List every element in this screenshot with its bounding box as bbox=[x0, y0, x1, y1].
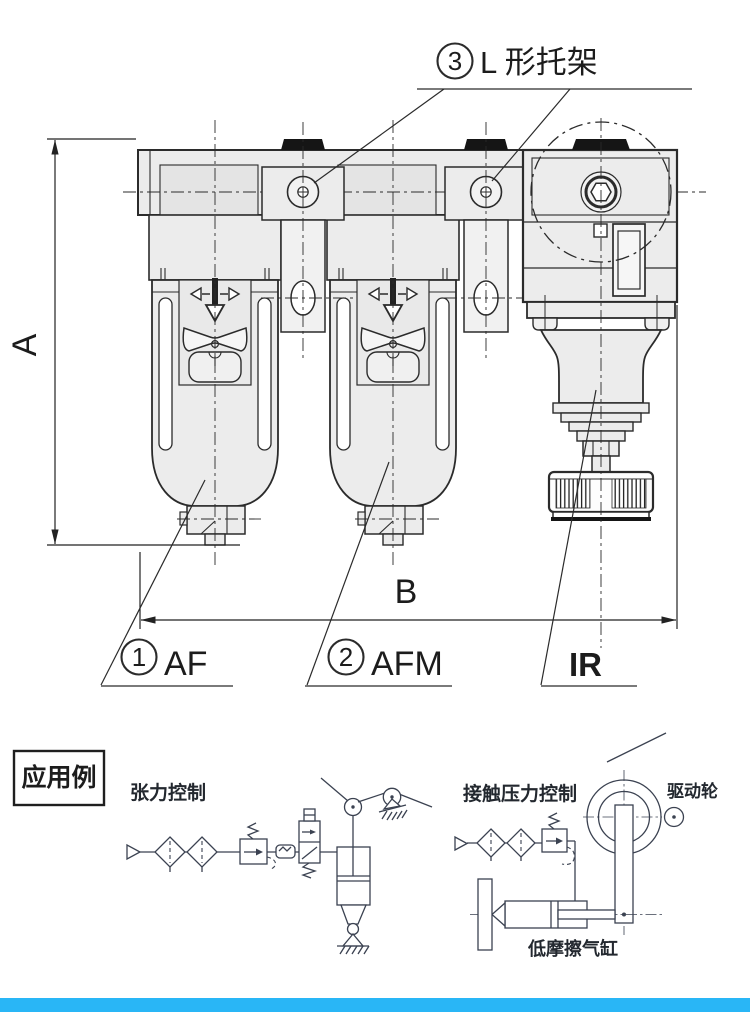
filter-symbol bbox=[186, 836, 218, 872]
application-section-label: 应用例 bbox=[21, 763, 96, 792]
callout-afm: 2 AFM bbox=[305, 461, 452, 687]
application-section: 应用例 张力控制 bbox=[12, 732, 718, 959]
pulley-and-web bbox=[320, 777, 433, 821]
leader-line bbox=[540, 389, 597, 686]
drive-wheel-label: 驱动轮 bbox=[667, 781, 718, 801]
filter-symbol bbox=[476, 828, 506, 861]
restrictor-symbol bbox=[275, 844, 296, 859]
leader-line bbox=[100, 479, 206, 686]
example2-title: 接触压力控制 bbox=[463, 782, 577, 805]
callout-bracket: 3 L 形托架 bbox=[313, 42, 692, 184]
cylinder-pivot-mount bbox=[337, 904, 370, 955]
example1-title: 张力控制 bbox=[130, 781, 206, 804]
callout-ir-label: IR bbox=[569, 646, 602, 683]
lever-arm bbox=[614, 804, 634, 924]
air-supply-icon bbox=[454, 835, 469, 852]
callout-ir: IR bbox=[540, 389, 637, 687]
regulator-unit-ir bbox=[521, 118, 679, 648]
dimension-a-label: A bbox=[6, 333, 44, 356]
dimension-b: B bbox=[139, 305, 678, 629]
regulator-symbol bbox=[541, 812, 575, 865]
leader-line bbox=[491, 88, 571, 182]
callout-af: 1 AF bbox=[100, 479, 233, 687]
callout-bracket-label: L 形托架 bbox=[480, 45, 598, 80]
low-friction-cylinder bbox=[470, 878, 662, 951]
valve-symbol bbox=[298, 808, 321, 879]
callout-af-number: 1 bbox=[132, 642, 146, 672]
callout-bracket-number: 3 bbox=[448, 46, 462, 76]
accent-bar bbox=[0, 998, 750, 1012]
leader-line bbox=[306, 461, 390, 686]
low-friction-cylinder-label: 低摩擦气缸 bbox=[527, 938, 618, 959]
example-tension-control: 张力控制 bbox=[126, 777, 433, 955]
contact-plate bbox=[477, 878, 493, 951]
leader-line bbox=[313, 88, 445, 184]
cylinder-vertical bbox=[336, 816, 371, 906]
contact-nose bbox=[491, 901, 506, 928]
callout-af-label: AF bbox=[164, 645, 207, 683]
example-contact-pressure-control: 接触压力控制 驱动轮 低摩擦气缸 bbox=[454, 732, 718, 959]
callout-afm-label: AFM bbox=[371, 645, 443, 683]
dimension-b-label: B bbox=[395, 573, 418, 611]
application-section-box bbox=[12, 749, 106, 807]
filter-symbol bbox=[506, 828, 536, 861]
detail-view-circle bbox=[530, 121, 672, 263]
air-supply-icon bbox=[126, 843, 142, 861]
callout-afm-number: 2 bbox=[339, 642, 353, 672]
dimension-a: A bbox=[6, 138, 240, 546]
filter-symbol bbox=[154, 836, 186, 872]
regulator-symbol bbox=[239, 822, 276, 870]
